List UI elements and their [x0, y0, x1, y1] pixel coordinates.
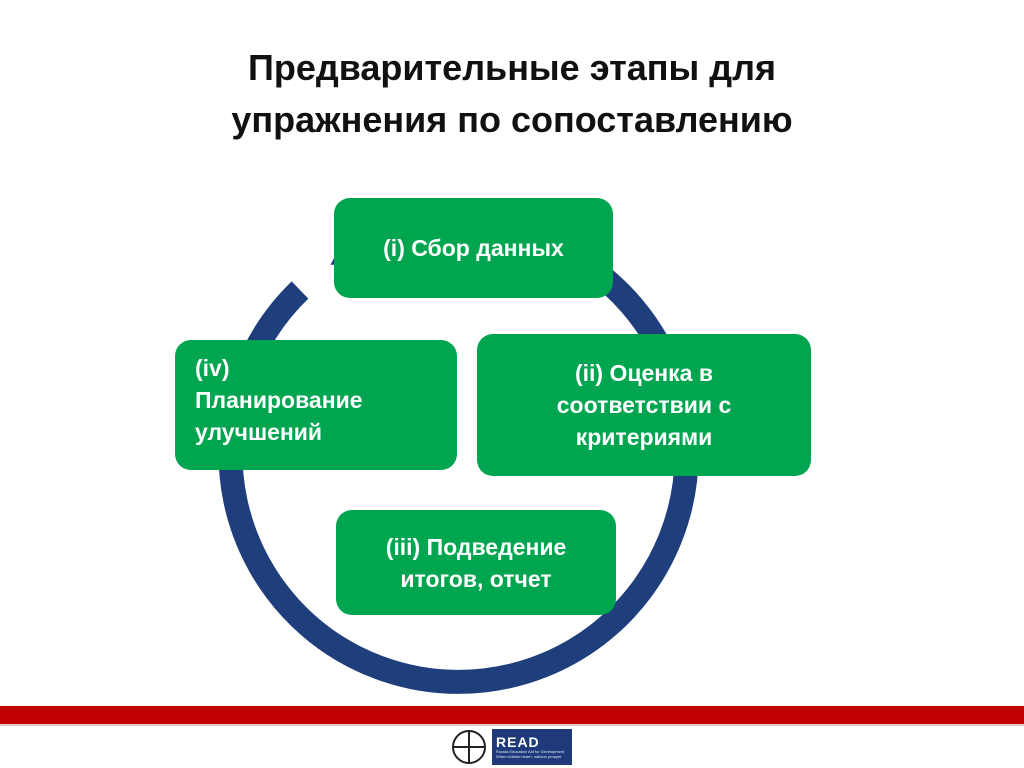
logo-box: READ Russia Education Aid for Developmen… [492, 729, 572, 765]
stage-4-line-3: улучшений [195, 419, 323, 445]
stage-summary-report: (iii) Подведение итогов, отчет [336, 510, 616, 615]
globe-icon [452, 730, 486, 764]
title-line-1: Предварительные этапы для [248, 47, 776, 88]
footer-bar [0, 706, 1024, 724]
stage-assessment: (ii) Оценка в соответствии с критериями [477, 334, 811, 476]
logo-word: READ [496, 734, 540, 750]
stage-3-line-2: итогов, отчет [400, 565, 552, 592]
stage-2-line-1: (ii) Оценка в [574, 360, 714, 386]
stage-1-line-1: (i) Сбор данных [383, 235, 564, 261]
read-logo: READ Russia Education Aid for Developmen… [452, 729, 572, 765]
stage-3-line-1: (iii) Подведение [385, 533, 567, 560]
stage-2-line-2: соответствии с [556, 392, 732, 418]
stage-2-line-3: критериями [575, 424, 713, 450]
title-line-2: упражнения по сопоставлению [231, 99, 793, 140]
stage-4-line-1: (iv) [195, 355, 230, 381]
logo-tagline-1: Russia Education Aid for Development [496, 749, 565, 754]
logo-tagline-2: When children learn, nations prosper [496, 754, 562, 759]
page-title: Предварительные этапы для упражнения по … [112, 42, 912, 146]
footer-divider [0, 724, 1024, 726]
stage-improvement-planning: (iv) Планирование улучшений [175, 340, 457, 470]
stage-data-collection: (i) Сбор данных [334, 198, 613, 298]
stage-4-line-2: Планирование [195, 387, 363, 413]
